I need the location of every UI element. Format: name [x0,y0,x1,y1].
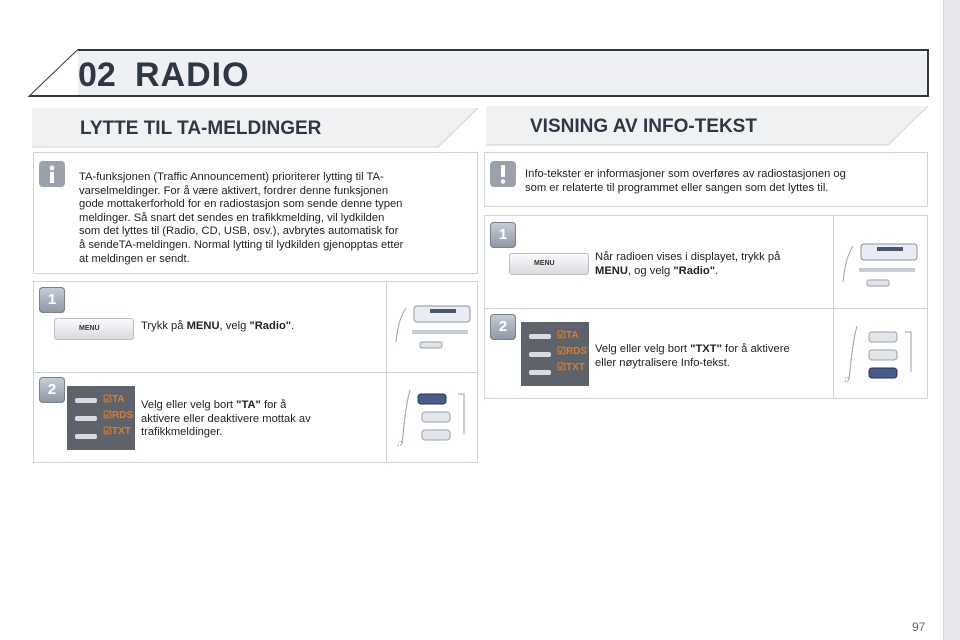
ta-rds-txt-panel-image: ☑TA ☑RDS ☑TXT [67,386,135,450]
step-2-badge: 2 [490,314,516,340]
chapter-header [27,49,929,97]
dashboard-buttons-illustration: ♫ [396,389,465,448]
left-steps-box: 1 MENU Trykk på MENU, velg "Radio". 2 ☑T… [33,281,478,463]
right-title-banner [486,106,928,146]
ta-rds-txt-panel-image: ☑TA ☑RDS ☑TXT [521,322,589,386]
chapter-title: RADIO [135,56,250,94]
left-section-title: LYTTE TIL TA-MELDINGER [80,118,322,139]
right-info-box: Info-tekster er informasjoner som overfø… [484,152,928,207]
right-step-2-text: Velg eller velg bort "TXT" for å aktiver… [595,343,790,369]
menu-button-image: MENU [54,318,134,340]
right-section-title: VISNING AV INFO-TEKST [530,116,757,137]
right-info-text: Info-tekster er informasjoner som overfø… [525,168,920,195]
info-line: som det lyttes til (Radio, CD, USB, osv.… [79,225,399,238]
left-step-1-text: Trykk på MENU, velg "Radio". [141,320,295,332]
warning-icon [490,161,516,187]
svg-text:♫: ♫ [396,438,403,448]
dashboard-menu-illustration [395,305,471,349]
chapter-number: 02 [78,56,116,94]
menu-button-image: MENU [509,253,589,275]
info-line: at meldingen er sendt. [79,252,190,265]
right-step-1-text: Når radioen vises i displayet, trykk på … [595,251,781,277]
info-line: å sendeTA-meldingen. Normal lytting til … [79,238,404,251]
step-2-badge: 2 [39,377,65,403]
info-line: TA-funksjonen (Traffic Announcement) pri… [79,171,384,183]
step-1-badge: 1 [490,222,516,248]
right-steps-box: 1 MENU Når radioen vises i displayet, tr… [484,215,928,399]
left-title-banner [32,108,478,148]
left-info-text: TA-funksjonen (Traffic Announcement) pri… [79,171,469,266]
info-line: Info-tekster er informasjoner som overfø… [525,168,846,180]
dashboard-buttons-illustration: ♫ [843,325,912,384]
info-line: gode mottakerforhold for en radiostasjon… [79,198,403,211]
page-number: 97 [912,620,926,634]
left-step-2-text: Velg eller velg bort "TA" for å aktivere… [141,399,311,439]
dashboard-menu-illustration [842,243,918,287]
info-icon [39,161,65,187]
svg-text:♫: ♫ [843,374,850,384]
info-line: meldinger. Så snart det sendes en trafik… [79,211,385,224]
step-1-badge: 1 [39,287,65,313]
page-edge-strip [943,0,960,640]
info-line: varselmeldinger. For å være aktivert, fo… [79,184,389,197]
info-line: som er relaterte til programmet eller sa… [525,181,829,194]
left-info-box: TA-funksjonen (Traffic Announcement) pri… [33,152,478,274]
